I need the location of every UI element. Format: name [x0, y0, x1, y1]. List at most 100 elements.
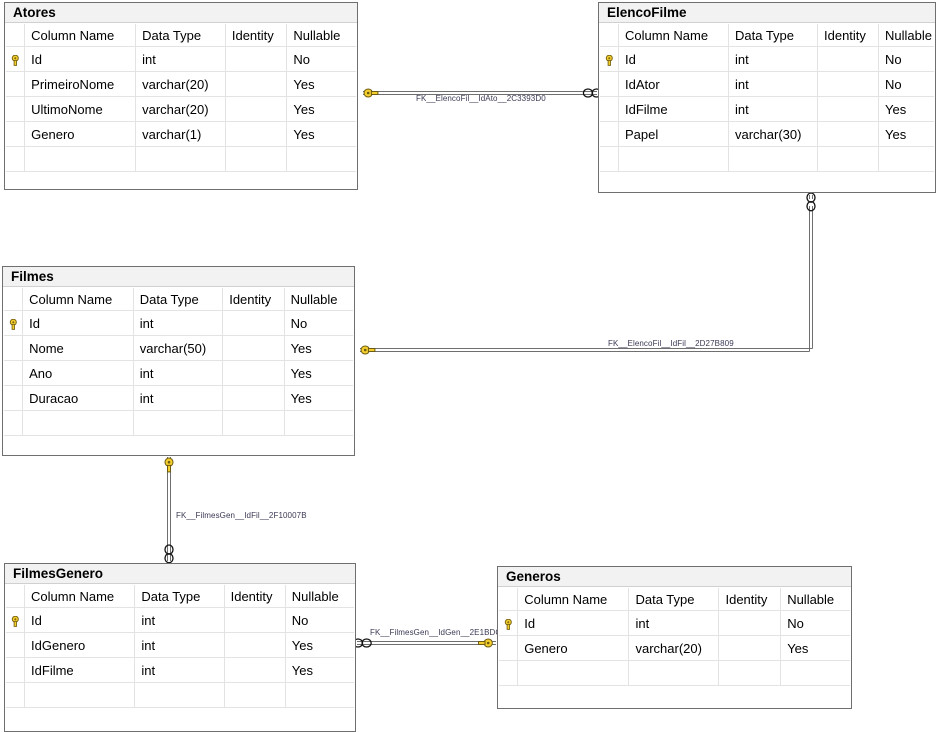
column-header-identity[interactable]: Identity: [718, 588, 782, 611]
column-header-nullable[interactable]: Nullable: [284, 288, 353, 311]
column-header-type[interactable]: Data Type: [133, 288, 224, 311]
empty-cell[interactable]: [24, 682, 136, 708]
column-name-cell[interactable]: Id: [22, 310, 134, 336]
relationship-fk-elencofilme-idfilme[interactable]: [360, 192, 816, 355]
nullable-cell[interactable]: No: [284, 310, 353, 336]
nullable-cell[interactable]: Yes: [284, 385, 353, 411]
column-header-key[interactable]: [499, 588, 519, 611]
nullable-cell[interactable]: Yes: [878, 96, 934, 122]
column-header-type[interactable]: Data Type: [134, 585, 225, 608]
identity-cell[interactable]: [817, 46, 879, 72]
nullable-cell[interactable]: Yes: [285, 657, 354, 683]
empty-cell[interactable]: [224, 682, 286, 708]
data-type-cell[interactable]: varchar(30): [728, 121, 818, 147]
nullable-cell[interactable]: Yes: [285, 632, 354, 658]
empty-cell[interactable]: [499, 660, 519, 686]
column-header-key[interactable]: [6, 585, 26, 608]
empty-cell[interactable]: [284, 410, 353, 436]
column-header-type[interactable]: Data Type: [628, 588, 720, 611]
data-type-cell[interactable]: int: [133, 385, 224, 411]
data-type-cell[interactable]: int: [728, 46, 818, 72]
column-row-empty[interactable]: [499, 660, 850, 686]
identity-cell[interactable]: [718, 610, 782, 636]
column-name-cell[interactable]: PrimeiroNome: [24, 71, 137, 97]
nullable-cell[interactable]: No: [285, 607, 354, 633]
column-header-key[interactable]: [6, 24, 26, 47]
empty-cell[interactable]: [628, 660, 720, 686]
column-header-nullable[interactable]: Nullable: [878, 24, 934, 47]
empty-cell[interactable]: [134, 682, 225, 708]
empty-cell[interactable]: [286, 146, 356, 172]
nullable-cell[interactable]: Yes: [284, 335, 353, 361]
empty-cell[interactable]: [133, 410, 224, 436]
data-type-cell[interactable]: int: [134, 632, 225, 658]
column-header-name[interactable]: Column Name: [24, 24, 137, 47]
relationship-fk-filmesgenero-idfilme[interactable]: [164, 457, 174, 564]
identity-cell[interactable]: [222, 385, 285, 411]
column-name-cell[interactable]: Ano: [22, 360, 134, 386]
empty-cell[interactable]: [600, 146, 619, 172]
data-type-cell[interactable]: int: [134, 657, 225, 683]
column-name-cell[interactable]: Nome: [22, 335, 134, 361]
identity-cell[interactable]: [817, 71, 879, 97]
column-header-name[interactable]: Column Name: [22, 288, 134, 311]
identity-cell[interactable]: [224, 657, 286, 683]
column-header-nullable[interactable]: Nullable: [285, 585, 354, 608]
empty-cell[interactable]: [4, 410, 24, 436]
data-type-cell[interactable]: int: [133, 310, 224, 336]
data-type-cell[interactable]: int: [628, 610, 720, 636]
identity-cell[interactable]: [817, 96, 879, 122]
identity-cell[interactable]: [225, 121, 288, 147]
data-type-cell[interactable]: varchar(20): [135, 96, 226, 122]
empty-cell[interactable]: [22, 410, 134, 436]
column-name-cell[interactable]: IdGenero: [24, 632, 136, 658]
data-type-cell[interactable]: int: [135, 46, 226, 72]
nullable-cell[interactable]: Yes: [286, 121, 356, 147]
column-row-empty[interactable]: [6, 146, 356, 172]
column-name-cell[interactable]: Duracao: [22, 385, 134, 411]
identity-cell[interactable]: [718, 635, 782, 661]
relationship-fk-filmesgenero-idgenero[interactable]: [352, 638, 496, 648]
nullable-cell[interactable]: Yes: [780, 635, 850, 661]
empty-cell[interactable]: [517, 660, 630, 686]
column-header-identity[interactable]: Identity: [817, 24, 879, 47]
column-name-cell[interactable]: IdFilme: [618, 96, 729, 122]
identity-cell[interactable]: [222, 335, 285, 361]
nullable-cell[interactable]: Yes: [286, 71, 356, 97]
data-type-cell[interactable]: varchar(50): [133, 335, 224, 361]
column-name-cell[interactable]: Genero: [517, 635, 630, 661]
column-row-empty[interactable]: [6, 682, 354, 708]
identity-cell[interactable]: [224, 632, 286, 658]
column-name-cell[interactable]: UltimoNome: [24, 96, 137, 122]
identity-cell[interactable]: [817, 121, 879, 147]
column-header-name[interactable]: Column Name: [618, 24, 729, 47]
column-header-identity[interactable]: Identity: [225, 24, 288, 47]
column-name-cell[interactable]: Id: [618, 46, 729, 72]
data-type-cell[interactable]: varchar(20): [135, 71, 226, 97]
data-type-cell[interactable]: int: [728, 71, 818, 97]
column-row-empty[interactable]: [600, 146, 934, 172]
